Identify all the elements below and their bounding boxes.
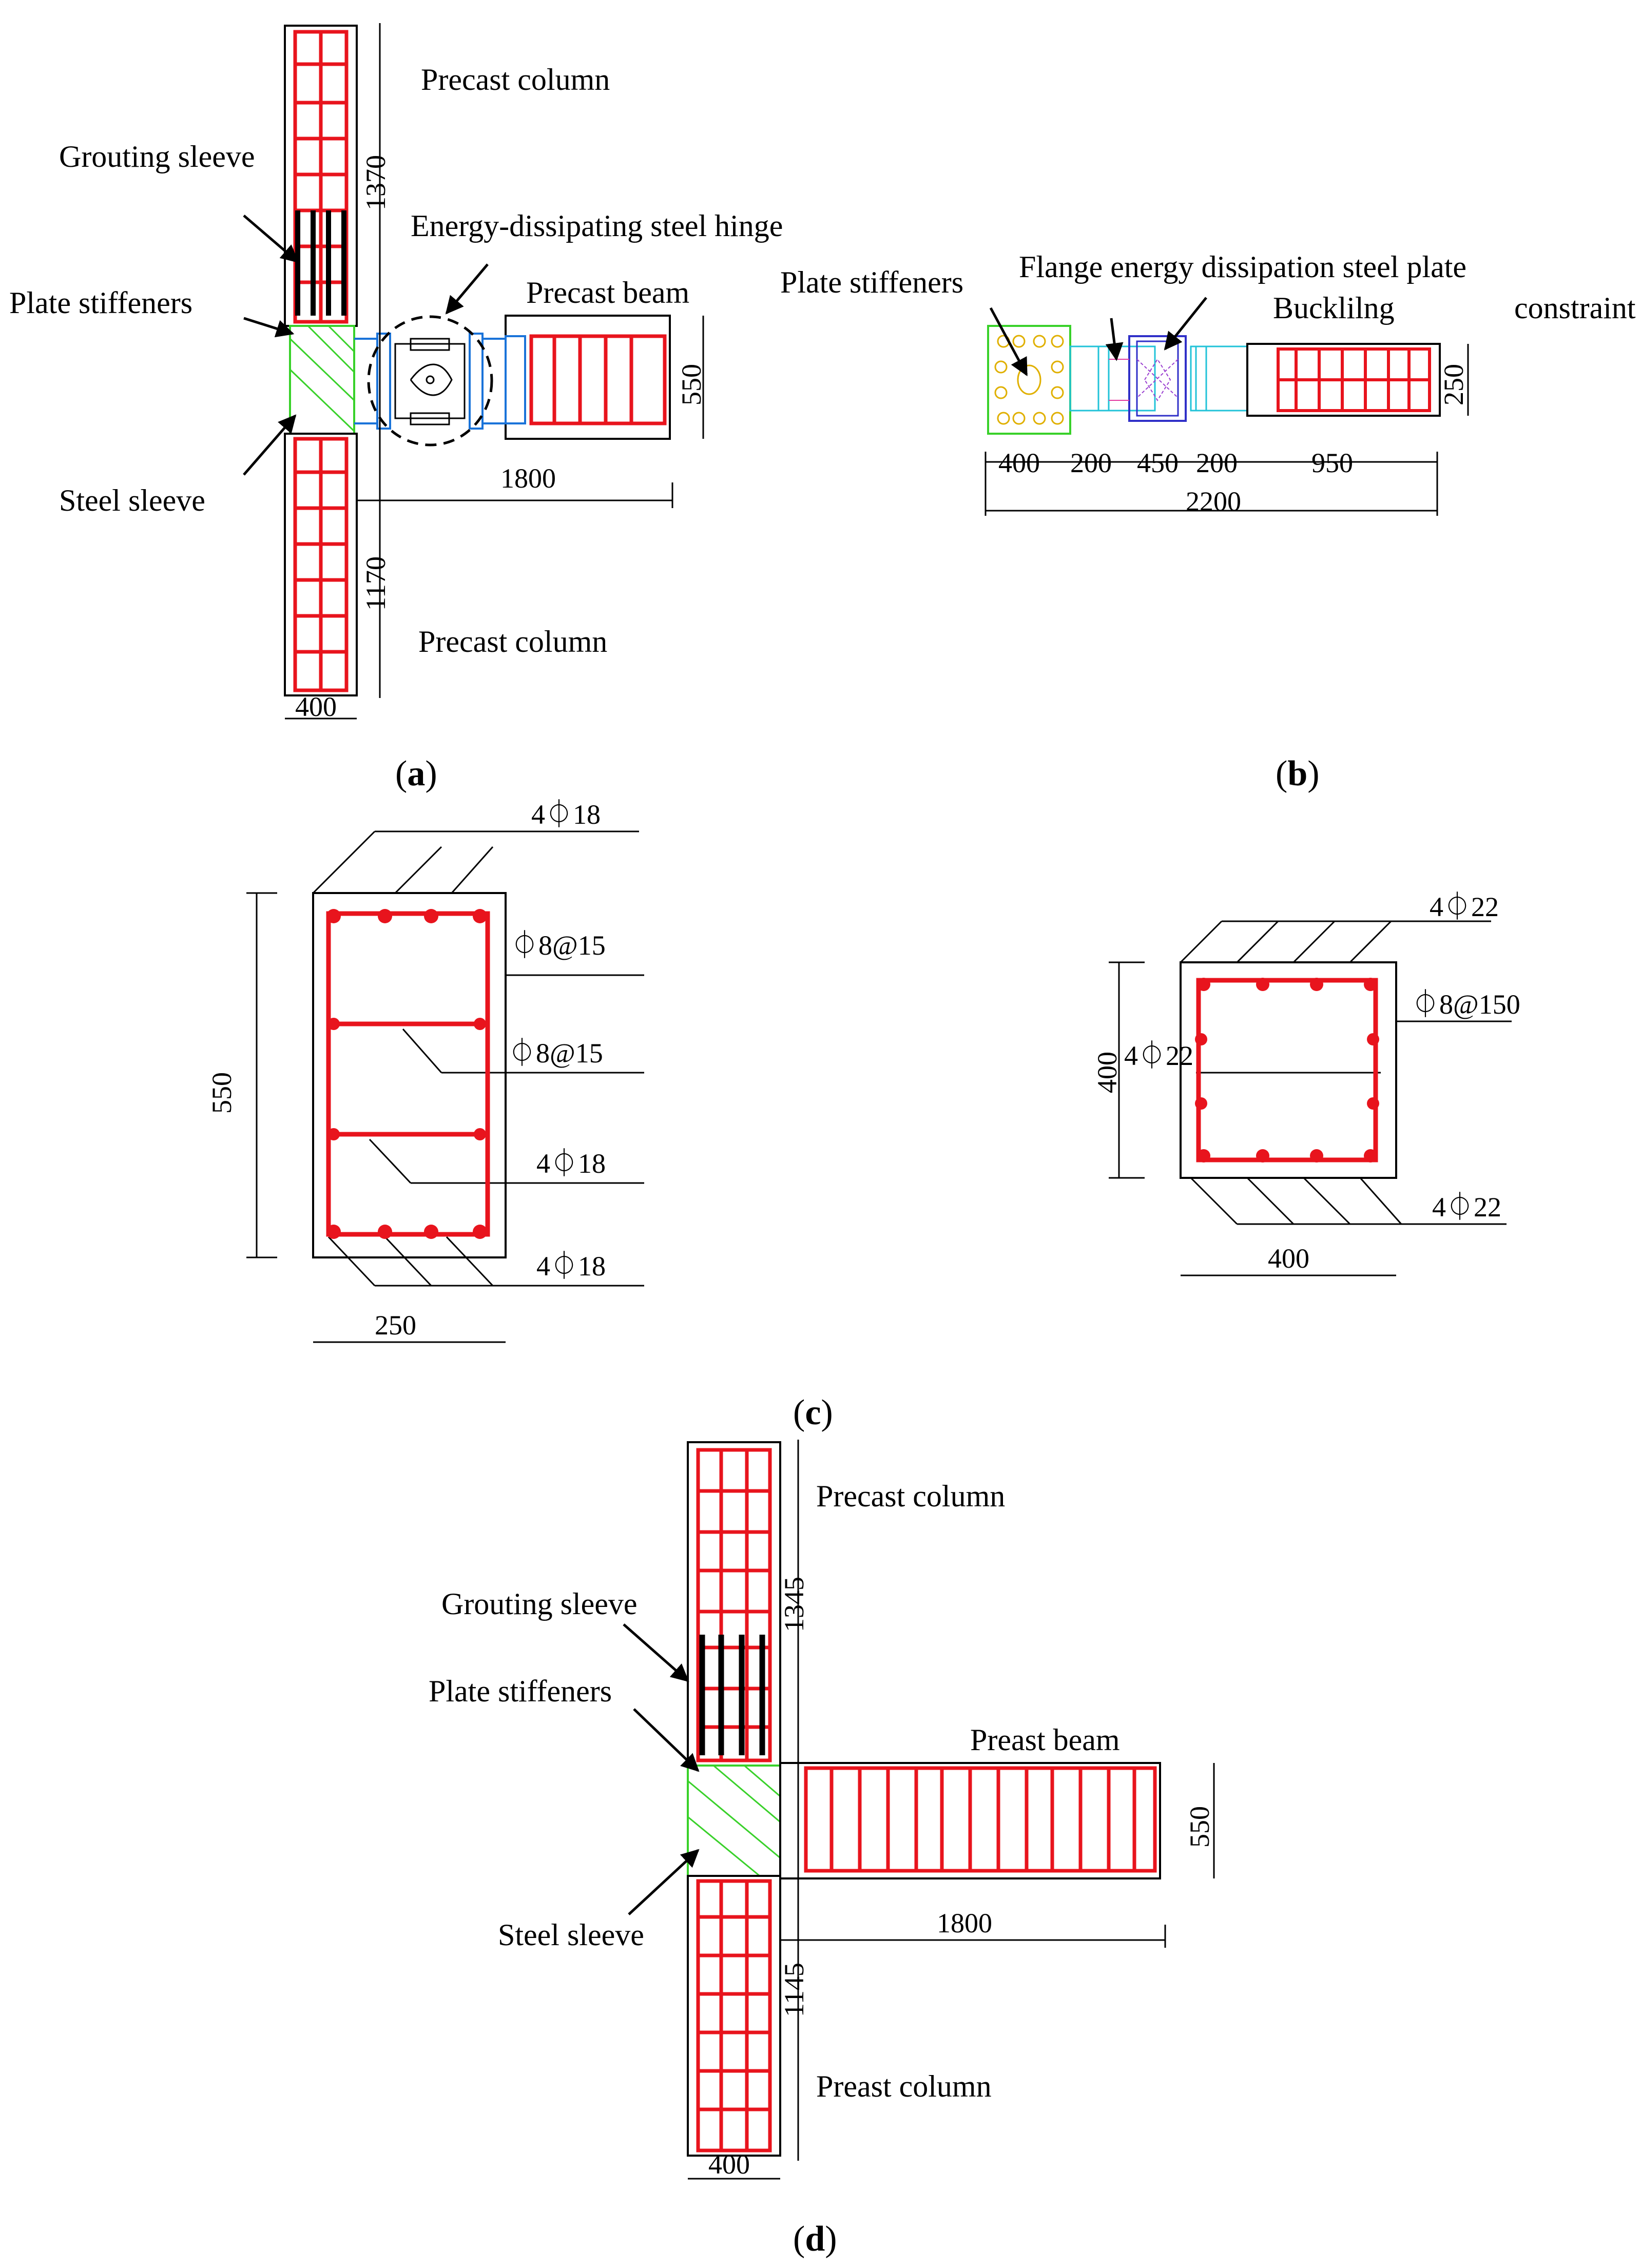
panel-b-leader-arrows (989, 297, 1207, 377)
panel-a-energy-hinge-label: Energy-dissipating steel hinge (411, 209, 783, 243)
panel-a-precast-column-top: Precast column (421, 63, 610, 96)
panel-a-upper-column (284, 25, 358, 327)
panel-c-beam-top: 4⏀18 (531, 799, 601, 830)
panel-d-steel-sleeve: Steel sleeve (498, 1918, 644, 1952)
panel-b-beam (1246, 343, 1441, 417)
panel-c-col-stirrup: ⏀8@150 (1412, 988, 1520, 1020)
panel-d-beam (779, 1762, 1161, 1879)
panel-d-dimensions (688, 1440, 1215, 2180)
panel-c-caption: (c) (793, 1393, 833, 1432)
panel-a-joint-zone (289, 325, 355, 435)
panel-d-caption: (d) (793, 2219, 837, 2259)
panel-b-bolts (994, 335, 1064, 425)
panel-a-grouting-sleeves (295, 210, 346, 316)
panel-b-flange-plate: Flange energy dissipation steel plate (1019, 250, 1466, 284)
panel-a-dim-beam-h: 550 (676, 364, 707, 405)
panel-c-col-top: 4⏀22 (1430, 891, 1499, 922)
panel-d-preast-beam: Preast beam (970, 1723, 1120, 1757)
panel-b-stiffener-plate (987, 325, 1071, 435)
panel-c-beam-height: 550 (206, 1072, 237, 1114)
panel-d-leader-arrows (623, 1623, 700, 1915)
panel-a: Precast column Grouting sleeve Energy-di… (9, 23, 783, 793)
panel-a-lower-column (284, 433, 358, 696)
panel-a-precast-beam: Precast beam (526, 276, 689, 309)
panel-b-dim-total: 2200 (1186, 486, 1241, 517)
panel-a-precast-column-bottom: Precast column (418, 625, 607, 658)
panel-a-dim-beam-len: 1800 (500, 463, 556, 494)
panel-a-dim-col-bottom: 1170 (360, 556, 391, 611)
panel-b-dimensions (984, 344, 1469, 516)
panel-b-dim-400: 400 (998, 448, 1040, 478)
panel-c-beam-width: 250 (375, 1310, 416, 1341)
panel-c: 4⏀18 ⏀8@15 ⏀8@15 4⏀18 4⏀18 550 250 (206, 799, 1520, 1432)
panel-d-dim-col-bottom: 1145 (779, 1963, 809, 2017)
panel-b-constraint: constraint (1514, 291, 1636, 325)
panel-a-caption: (a) (395, 754, 437, 793)
panel-d-plate-stiffeners: Plate stiffeners (429, 1674, 612, 1708)
panel-d-upper-column (687, 1441, 781, 1767)
panel-d-preast-column-bottom: Preast column (816, 2069, 992, 2103)
panel-b-buckling-constraint (1109, 335, 1187, 422)
panel-a-leader-arrows (243, 215, 489, 476)
panel-b-dim-450: 450 (1137, 448, 1179, 478)
panel-a-plate-stiffeners: Plate stiffeners (9, 286, 192, 320)
panel-d-grouting-sleeve: Grouting sleeve (441, 1587, 638, 1621)
panel-c-beam-stirrup2: ⏀8@15 (508, 1037, 603, 1069)
panel-b-plate-stiffeners: Plate stiffeners (780, 265, 963, 299)
panel-a-grouting-sleeve: Grouting sleeve (59, 140, 255, 173)
panel-b-dim-950: 950 (1311, 448, 1353, 478)
panel-c-column-section (1109, 920, 1512, 1276)
panel-a-dim-col-w: 400 (295, 691, 337, 722)
panel-a-dim-col-top: 1370 (360, 155, 391, 210)
panel-c-beam-bottom: 4⏀18 (536, 1250, 606, 1282)
panel-a-beam (505, 315, 671, 440)
panel-c-beam-stirrup1: ⏀8@15 (511, 929, 606, 961)
panel-c-col-width: 400 (1268, 1243, 1309, 1274)
panel-b-dim-h250: 250 (1438, 364, 1469, 405)
panel-d-dim-col-top: 1345 (779, 1577, 809, 1632)
panel-b-dim-200a: 200 (1070, 448, 1112, 478)
panel-b-dim-200b: 200 (1196, 448, 1238, 478)
panel-d-dim-beam-len: 1800 (937, 1908, 992, 1939)
panel-a-steel-sleeve: Steel sleeve (59, 483, 205, 517)
panel-b: Plate stiffeners Flange energy dissipati… (780, 250, 1636, 793)
panel-d-lower-column (687, 1875, 781, 2157)
panel-d-precast-column-top: Precast column (816, 1479, 1005, 1513)
panel-d-dim-col-w: 400 (708, 2149, 750, 2180)
panel-a-dimensions (285, 23, 704, 720)
panel-b-buckling: Bucklilng (1273, 291, 1395, 325)
panel-c-beam-section (246, 830, 644, 1343)
panel-c-beam-mid: 4⏀18 (536, 1148, 606, 1179)
panel-d: Precast column Grouting sleeve Plate sti… (429, 1440, 1215, 2259)
panel-a-energy-hinge (354, 315, 506, 447)
panel-b-caption: (b) (1276, 754, 1320, 793)
panel-c-col-height: 400 (1092, 1052, 1123, 1093)
panel-c-col-side: 4⏀22 (1124, 1040, 1193, 1071)
panel-c-col-bottom: 4⏀22 (1432, 1191, 1501, 1223)
panel-b-flange-plates (1069, 345, 1248, 412)
panel-d-joint-zone (687, 1765, 804, 1877)
panel-d-dim-beam-h: 550 (1184, 1806, 1215, 1848)
